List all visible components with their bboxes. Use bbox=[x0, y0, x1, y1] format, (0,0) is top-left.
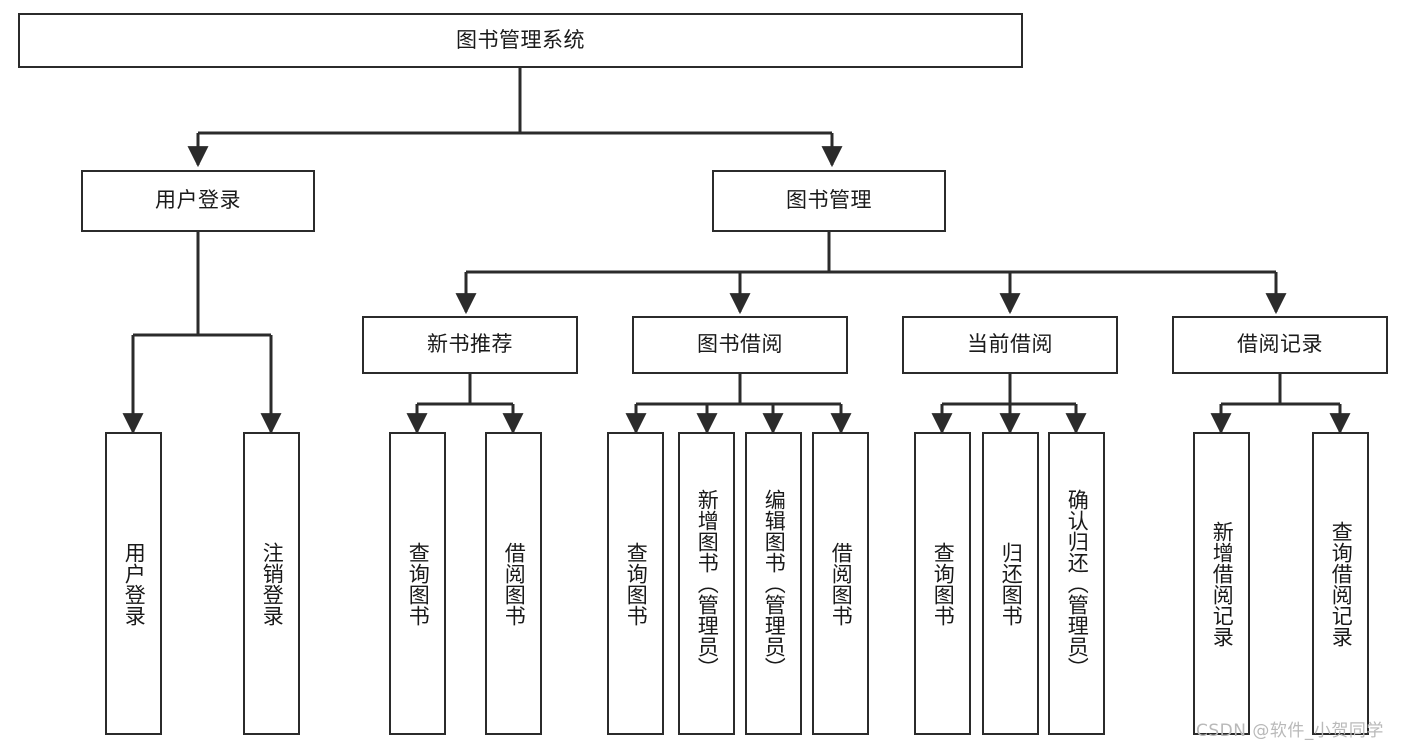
node-label: 确认归还（管理员） bbox=[1065, 489, 1090, 678]
leaf-current-borrow-confirm-return[interactable]: 确认归还（管理员） bbox=[1048, 432, 1105, 735]
node-label: 查询图书 bbox=[624, 541, 649, 626]
node-new-book-recommend[interactable]: 新书推荐 bbox=[362, 316, 578, 374]
node-label: 新书推荐 bbox=[427, 332, 513, 357]
leaf-borrow-record-add[interactable]: 新增借阅记录 bbox=[1193, 432, 1250, 735]
leaf-book-borrow-query[interactable]: 查询图书 bbox=[607, 432, 664, 735]
node-label: 注销登录 bbox=[260, 541, 285, 626]
leaf-new-book-borrow[interactable]: 借阅图书 bbox=[485, 432, 542, 735]
node-label: 查询图书 bbox=[931, 541, 956, 626]
node-root-system[interactable]: 图书管理系统 bbox=[18, 13, 1023, 68]
leaf-book-borrow-edit[interactable]: 编辑图书（管理员） bbox=[745, 432, 802, 735]
leaf-current-borrow-query[interactable]: 查询图书 bbox=[914, 432, 971, 735]
node-label: 查询图书 bbox=[406, 541, 431, 626]
leaf-borrow-record-query[interactable]: 查询借阅记录 bbox=[1312, 432, 1369, 735]
node-current-borrow[interactable]: 当前借阅 bbox=[902, 316, 1118, 374]
node-book-management[interactable]: 图书管理 bbox=[712, 170, 946, 232]
node-label: 借阅图书 bbox=[829, 541, 854, 626]
leaf-user-login-logout[interactable]: 注销登录 bbox=[243, 432, 300, 735]
node-label: 新增图书（管理员） bbox=[695, 489, 720, 678]
csdn-watermark: CSDN @软件_小贺同学 bbox=[1196, 721, 1384, 741]
leaf-current-borrow-return[interactable]: 归还图书 bbox=[982, 432, 1039, 735]
leaf-book-borrow-borrow[interactable]: 借阅图书 bbox=[812, 432, 869, 735]
node-label: 新增借阅记录 bbox=[1210, 520, 1235, 647]
node-label: 图书管理系统 bbox=[456, 27, 585, 52]
leaf-book-borrow-add[interactable]: 新增图书（管理员） bbox=[678, 432, 735, 735]
node-borrow-record[interactable]: 借阅记录 bbox=[1172, 316, 1388, 374]
node-label: 归还图书 bbox=[999, 541, 1024, 626]
node-label: 当前借阅 bbox=[967, 332, 1053, 357]
node-label: 借阅图书 bbox=[502, 541, 527, 626]
node-label: 查询借阅记录 bbox=[1329, 520, 1354, 647]
node-label: 图书借阅 bbox=[697, 332, 783, 357]
node-user-login[interactable]: 用户登录 bbox=[81, 170, 315, 232]
leaf-user-login-login[interactable]: 用户登录 bbox=[105, 432, 162, 735]
node-label: 编辑图书（管理员） bbox=[762, 489, 787, 678]
node-label: 用户登录 bbox=[155, 188, 241, 213]
node-label: 用户登录 bbox=[122, 541, 147, 626]
node-book-borrow[interactable]: 图书借阅 bbox=[632, 316, 848, 374]
leaf-new-book-query[interactable]: 查询图书 bbox=[389, 432, 446, 735]
node-label: 图书管理 bbox=[786, 188, 872, 213]
node-label: 借阅记录 bbox=[1237, 332, 1323, 357]
